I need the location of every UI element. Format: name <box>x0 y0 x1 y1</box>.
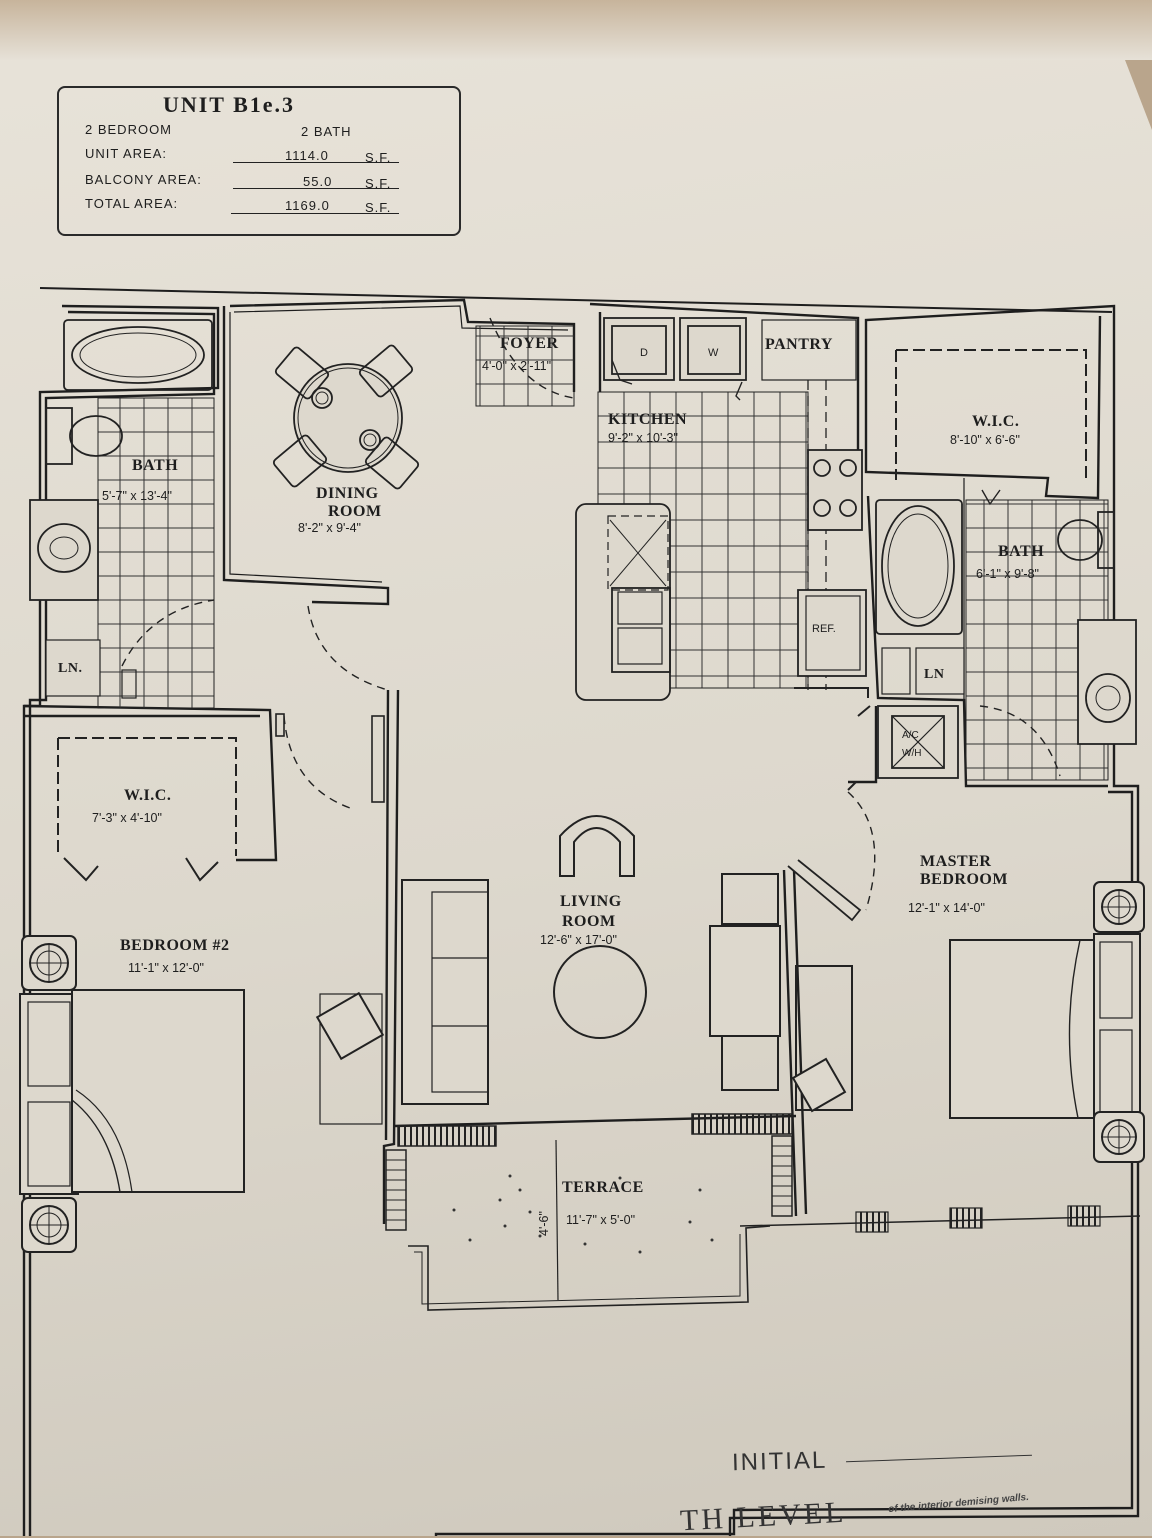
dining-label-2: ROOM <box>328 503 382 520</box>
unit-area-value: 1114.0 <box>285 148 329 163</box>
exterior-wall-inner <box>28 310 1134 1536</box>
master-left-wall <box>782 869 808 1217</box>
bath1-fixtures <box>29 319 215 709</box>
terrace <box>408 1139 771 1311</box>
balcony-area-value: 55.0 <box>303 174 333 189</box>
bath-count: 2 BATH <box>301 124 352 139</box>
total-area-label: TOTAL AREA: <box>85 196 179 211</box>
total-area-unit: S.F. <box>365 200 392 215</box>
bath-partition <box>23 704 278 862</box>
bath2-dim: 6'-1" x 9'-8" <box>976 567 1039 581</box>
living-label-1: LIVING <box>560 893 622 910</box>
dining-label-1: DINING <box>316 485 379 502</box>
master-bath-fixtures <box>847 499 1137 791</box>
dryer-label: D <box>640 347 648 359</box>
wic2-dim: 7'-3" x 4'-10" <box>92 811 162 825</box>
total-area-line <box>231 213 399 214</box>
kitchen-fixtures <box>575 317 869 701</box>
master-label-2: BEDROOM <box>920 871 1008 888</box>
balcony-area-unit: S.F. <box>365 176 392 191</box>
foyer-dim: 4'-0" x 2'-11" <box>482 359 551 373</box>
bedroom2-furniture <box>19 737 385 1253</box>
unit-area-unit: S.F. <box>365 150 392 165</box>
terrace-depth: 4'-6" <box>537 1211 551 1236</box>
foyer-label: FOYER <box>500 335 559 352</box>
pantry-label: PANTRY <box>765 336 833 353</box>
dining-dim: 8'-2" x 9'-4" <box>298 521 361 535</box>
master-label-1: MASTER <box>920 853 991 870</box>
bath1-label: BATH <box>132 457 178 474</box>
refrigerator-label: REF. <box>812 623 836 635</box>
total-area-value: 1169.0 <box>285 198 330 213</box>
balcony-area-label: BALCONY AREA: <box>85 172 202 187</box>
bath1-dim: 5'-7" x 13'-4" <box>102 489 172 503</box>
linen2-label: LN <box>924 667 944 682</box>
unit-area-label: UNIT AREA: <box>85 146 168 161</box>
wic2-label: W.I.C. <box>124 787 171 804</box>
dining-left-wall <box>222 306 390 606</box>
living-furniture <box>401 815 853 1113</box>
kitchen-label: KITCHEN <box>608 411 687 428</box>
terrace-label: TERRACE <box>562 1179 644 1196</box>
ac-label: A/C <box>902 730 919 741</box>
sheet-edge-shadow <box>0 0 1152 60</box>
linen1-label: LN. <box>58 661 82 676</box>
windows <box>385 1113 1141 1233</box>
wh-label: W/H <box>902 748 921 759</box>
washer-label: W <box>708 347 719 359</box>
initial-label: INITIAL <box>731 1446 828 1477</box>
balcony-area-line <box>233 188 399 189</box>
living-dim: 12'-6" x 17'-0" <box>540 933 617 947</box>
doors <box>63 605 876 922</box>
master-dim: 12'-1" x 14'-0" <box>908 901 985 915</box>
master-wic-label: W.I.C. <box>972 413 1019 430</box>
room-labels: FOYER 4'-0" x 2'-11" PANTRY KITCHEN 9'-2… <box>92 335 1044 1236</box>
exterior-wall <box>22 304 1140 1536</box>
bedroom2-right-wall <box>382 689 400 1224</box>
bedroom2-label: BEDROOM #2 <box>120 937 229 954</box>
living-label-2: ROOM <box>562 913 616 930</box>
master-wic-dim: 8'-10" x 6'-6" <box>950 433 1020 447</box>
terrace-dim: 11'-7" x 5'-0" <box>566 1213 635 1227</box>
dining-table <box>272 344 420 490</box>
unit-area-line <box>233 162 399 163</box>
property-line <box>39 287 1113 313</box>
fixture-labels: D W REF. LN. LN A/C W/H <box>58 347 944 759</box>
bedroom2-dim: 11'-1" x 12'-0" <box>128 961 204 975</box>
foyer-floor <box>475 317 575 407</box>
kitchen-dim: 9'-2" x 10'-3" <box>608 431 678 445</box>
bath2-label: BATH <box>998 543 1044 560</box>
master-furniture <box>949 881 1145 1163</box>
bedroom-count: 2 BEDROOM <box>85 122 173 137</box>
unit-info-box: UNIT B1e.3 2 BEDROOM 2 BATH UNIT AREA: 1… <box>57 86 461 236</box>
unit-title: UNIT B1e.3 <box>162 92 296 117</box>
